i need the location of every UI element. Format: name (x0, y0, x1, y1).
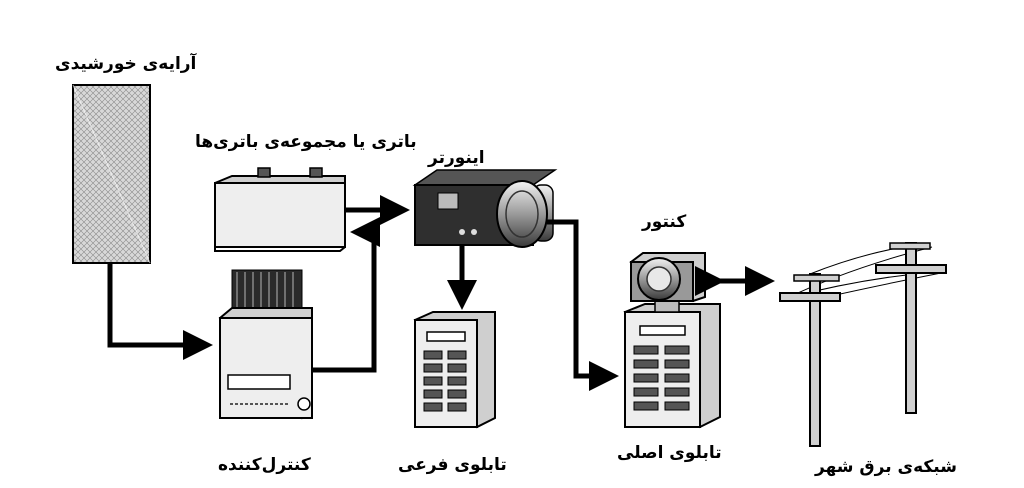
charge-controller (218, 269, 313, 420)
main-panel (623, 295, 721, 429)
sub-panel (413, 311, 496, 429)
arrow-solar-to-controller (107, 262, 213, 360)
arrow-controller-to-battery (312, 217, 380, 373)
electric-meter (629, 252, 706, 303)
label-inverter: اینورتر (428, 148, 485, 168)
arrow-inverter-to-main-panel (547, 219, 619, 391)
label-city-grid: شبکه‌ی برق شهر (815, 457, 957, 477)
inverter (412, 169, 558, 248)
label-solar-array: آرایه‌ی خورشیدی (55, 54, 197, 74)
label-controller: کنترل‌کننده (218, 455, 311, 475)
label-meter: کنتور (642, 212, 687, 232)
label-battery: باتری یا مجموعه‌ی باتری‌ها (195, 132, 417, 152)
label-sub-panel: تابلوی فرعی (398, 455, 507, 475)
label-main-panel: تابلوی اصلی (617, 443, 722, 463)
utility-poles (779, 242, 947, 447)
solar-panel (72, 84, 151, 264)
battery (214, 167, 346, 252)
